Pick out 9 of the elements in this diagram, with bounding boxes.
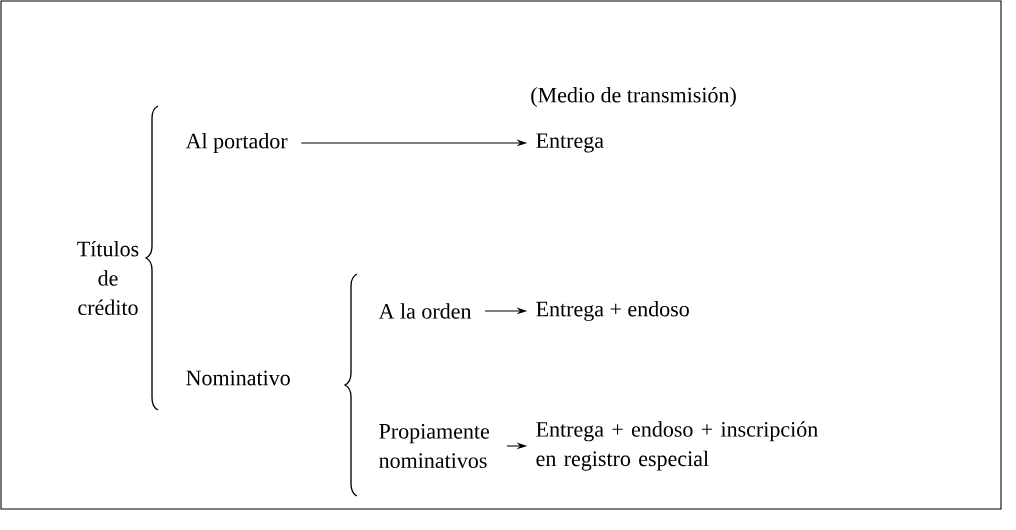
node-text: Nominativo xyxy=(186,370,290,386)
node-text: Al portador xyxy=(185,133,288,153)
column-heading: (Medio de transmisión) xyxy=(531,87,736,107)
node-text: Títulos de crédito xyxy=(77,240,139,316)
node-text: Entrega + endoso xyxy=(536,301,689,321)
node-text: A la orden xyxy=(378,303,472,319)
node-text: Entrega + endoso + inscripción en registro especial xyxy=(536,421,818,471)
node-text: Entrega xyxy=(536,133,604,153)
node-text: Propiamente nominativos xyxy=(379,423,490,469)
